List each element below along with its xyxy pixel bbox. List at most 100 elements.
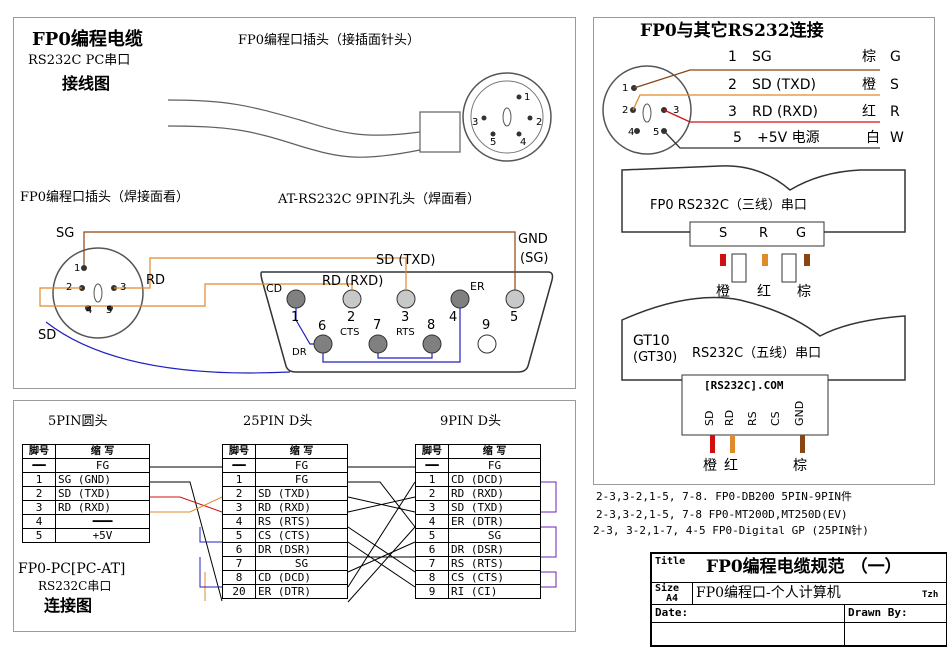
- right-pin-3: 3: [673, 105, 680, 116]
- note-3: 2-3, 3-2,1-7, 4-5 FP0-Digital GP (25PIN针…: [593, 524, 869, 537]
- size-value: A4: [666, 593, 679, 604]
- row-3-signal: RD (RXD): [752, 104, 818, 120]
- weld-pin-4: 4: [86, 305, 93, 316]
- pin-num: 3: [222, 500, 256, 515]
- pin-num: 4: [22, 514, 56, 529]
- db9-pin-1: 1: [291, 310, 300, 325]
- main-title: FP0编程电缆: [32, 29, 143, 50]
- pin-signal: FG: [55, 458, 150, 473]
- pin-num: 5: [415, 528, 449, 543]
- caption-9pin: 9PIN D头: [440, 414, 502, 429]
- pin-num: 1: [22, 472, 56, 487]
- fp0-color-orange: 橙: [716, 284, 730, 300]
- note-2: 2-3,3-2,1-5, 7-8 FP0-MT200D,MT250D(EV): [596, 508, 848, 521]
- right-din-plug: [602, 65, 692, 155]
- table-row: 4━━━: [22, 514, 150, 529]
- pin-signal: CS (CTS): [255, 528, 348, 543]
- row-1-color: 棕: [862, 49, 876, 65]
- pin-signal: ER (DTR): [255, 584, 348, 599]
- wires-top: [39, 231, 516, 374]
- row-3-code: R: [890, 104, 900, 120]
- title-value: FP0编程电缆规范 （一）: [706, 557, 902, 577]
- pin-signal: DR (DSR): [448, 542, 541, 557]
- date-label: Date:: [655, 606, 689, 619]
- pin-signal: +5V: [55, 528, 150, 543]
- right-title: FP0与其它RS232连接: [640, 21, 824, 41]
- pin-signal: ━━━: [55, 514, 150, 529]
- table-header: 脚号缩 写: [22, 444, 150, 459]
- fp0-color-red: 红: [757, 284, 771, 300]
- caption-5pin: 5PIN圆头: [48, 414, 108, 429]
- row-1-signal: SG: [752, 49, 772, 65]
- main-subtitle-2: 接线图: [62, 74, 111, 93]
- row-2-color: 橙: [862, 77, 876, 93]
- pin-num: 2: [22, 486, 56, 501]
- title-label: Title: [655, 556, 686, 567]
- table-header: 脚号缩 写: [415, 444, 541, 459]
- row-4-code: W: [890, 130, 904, 146]
- right-panel: [593, 17, 935, 485]
- db9-pin-2: 2: [347, 310, 356, 325]
- row-2-signal: SD (TXD): [752, 77, 816, 93]
- pin-signal: RD (RXD): [55, 500, 150, 515]
- label-sg: SG: [56, 226, 75, 241]
- row-2-num: 2: [728, 77, 737, 93]
- label-gnd: GND: [518, 232, 548, 247]
- gt10-pin-sd: SD: [703, 410, 716, 426]
- fp0-pin-s: S: [719, 226, 728, 241]
- front-pin-4: 4: [520, 137, 527, 148]
- front-pin-2: 2: [536, 117, 543, 128]
- fp0-color-brown: 棕: [797, 284, 811, 300]
- device-fp0: [621, 165, 906, 283]
- main-subtitle: RS232C PC串口: [28, 53, 131, 68]
- db9-pin-3: 3: [401, 310, 410, 325]
- row-3-color: 红: [862, 104, 876, 120]
- pin-num: 8: [222, 570, 256, 585]
- right-pin-1: 1: [622, 83, 629, 94]
- label-cd: CD: [266, 282, 283, 295]
- header-name: 缩 写: [255, 444, 348, 459]
- right-pin-5: 5: [653, 127, 660, 138]
- gt10-label: RS232C（五线）串口: [692, 346, 822, 361]
- pin-num: 6: [415, 542, 449, 557]
- pin-signal: SG: [255, 556, 348, 571]
- header-num: 脚号: [222, 444, 256, 459]
- footer-3: 连接图: [44, 596, 93, 615]
- label-cts: CTS: [340, 327, 360, 338]
- row-1-num: 1: [728, 49, 737, 65]
- db9-pin-5: 5: [510, 310, 519, 325]
- gt10-pin-gnd: GND: [793, 400, 806, 426]
- title-block: Title FP0编程电缆规范 （一） Size A4 FP0编程口-个人计算机…: [650, 552, 947, 647]
- pin-signal: RD (RXD): [448, 486, 541, 501]
- row-2-code: S: [890, 77, 899, 93]
- din-plug-weld: [52, 247, 144, 339]
- footer-2: RS232C串口: [38, 579, 112, 593]
- db9-connector: [260, 271, 554, 373]
- fp0-pin-g: G: [796, 226, 807, 241]
- gt10-connector: [RS232C].COM: [704, 379, 784, 392]
- db9-pin-6: 6: [318, 319, 327, 334]
- footer-1: FP0-PC[PC-AT]: [18, 561, 126, 577]
- gt10-color-red: 红: [724, 458, 738, 474]
- table-header: 脚号缩 写: [222, 444, 348, 459]
- pin-signal: DR (DSR): [255, 542, 348, 557]
- pin-num: ━━: [222, 458, 256, 473]
- row-1-code: G: [890, 49, 901, 65]
- right-pin-2: 2: [622, 105, 629, 116]
- row-4-signal: +5V 电源: [757, 130, 820, 146]
